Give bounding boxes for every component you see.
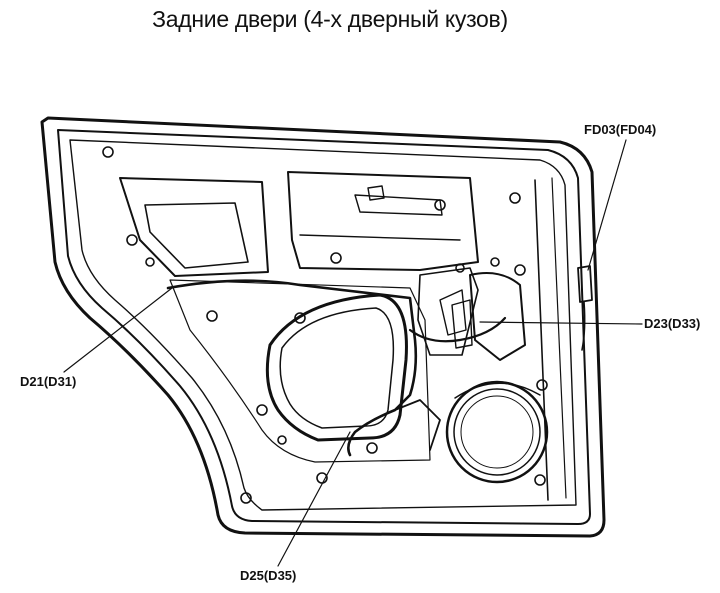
window-regulator: [469, 272, 526, 361]
door-frame-line: [69, 139, 577, 511]
large-access-opening: [265, 293, 408, 442]
fd03-connector: [577, 265, 593, 303]
speaker: [445, 380, 549, 484]
diagram-title: Задние двери (4-х дверный кузов): [152, 6, 508, 32]
upper-right-panel: [287, 171, 479, 271]
label-fd03-fd04: FD03(FD04): [584, 122, 657, 137]
mounting-holes: [102, 146, 548, 504]
upper-left-panel: [119, 177, 269, 277]
door-inner-outline: [57, 129, 591, 525]
label-d25-d35: D25(D35): [240, 568, 297, 583]
leader-d21: [63, 287, 173, 373]
door-outer-outline: [40, 116, 606, 538]
leader-fd03: [587, 139, 627, 271]
right-channel: [534, 179, 549, 501]
label-d21-d31: D21(D31): [20, 374, 77, 389]
leader-d23: [479, 321, 643, 325]
wiring-harness: [166, 279, 418, 457]
inner-cavity-outline: [169, 279, 431, 463]
leader-d25: [277, 431, 351, 567]
label-d23-d33: D23(D33): [644, 316, 701, 331]
